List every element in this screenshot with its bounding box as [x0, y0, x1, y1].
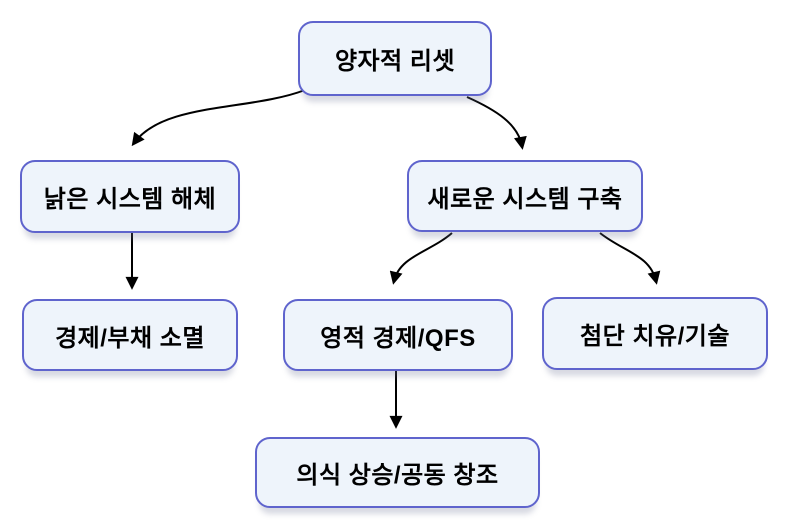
node-quantum-reset: 양자적 리셋: [298, 21, 492, 96]
edge-new-system-to-spiritual-economy: [389, 232, 453, 285]
node-consciousness-cocreation: 의식 상승/공동 창조: [255, 437, 540, 508]
node-advanced-healing-tech: 첨단 치유/기술: [542, 297, 768, 370]
node-consciousness-cocreation-label: 의식 상승/공동 창조: [296, 462, 499, 489]
node-spiritual-economy-qfs: 영적 경제/QFS: [283, 299, 513, 371]
node-new-system-build-label: 새로운 시스템 구축: [427, 185, 623, 213]
node-economy-debt-extinction: 경제/부채 소멸: [22, 299, 238, 371]
edge-new-system-to-advanced-healing: [599, 232, 661, 285]
node-economy-debt-extinction-label: 경제/부채 소멸: [55, 324, 205, 352]
node-spiritual-economy-qfs-label: 영적 경제/QFS: [320, 324, 476, 352]
node-old-system-dismantle-label: 낡은 시스템 해체: [43, 186, 217, 213]
node-old-system-dismantle: 낡은 시스템 해체: [20, 160, 240, 233]
node-new-system-build: 새로운 시스템 구축: [407, 160, 643, 232]
edge-root-to-old-system: [131, 89, 306, 147]
edge-root-to-new-system: [466, 96, 527, 150]
node-advanced-healing-tech-label: 첨단 치유/기술: [580, 323, 730, 350]
node-quantum-reset-label: 양자적 리셋: [334, 48, 456, 75]
